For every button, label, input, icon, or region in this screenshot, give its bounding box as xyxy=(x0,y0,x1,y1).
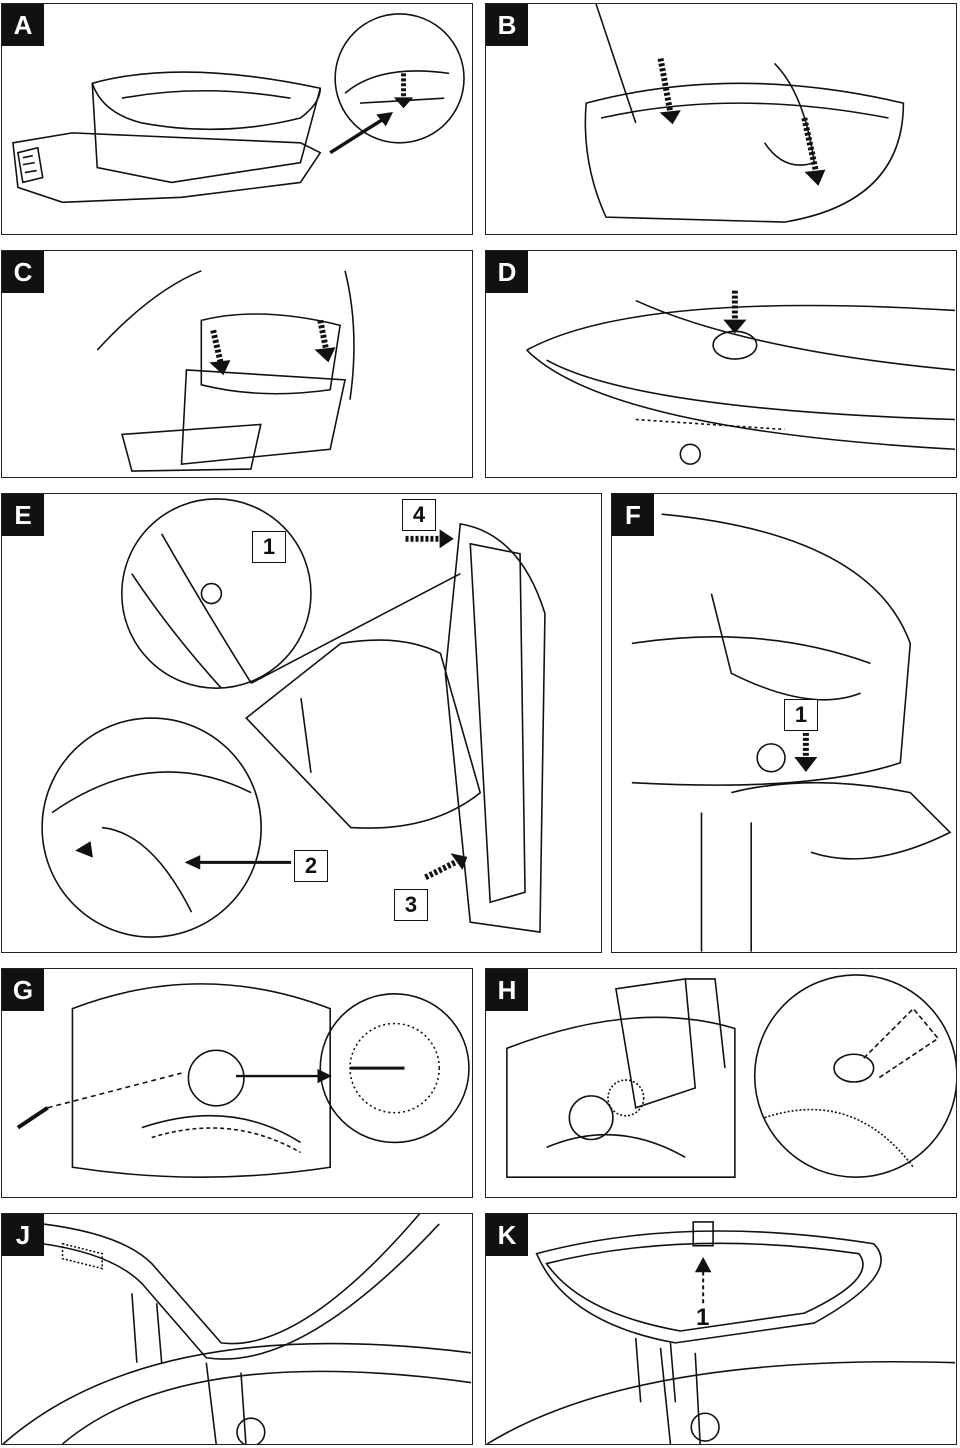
panel-k: K 1 xyxy=(485,1213,957,1445)
handle-clip-illustration xyxy=(486,1221,955,1444)
callout-1: 1 xyxy=(252,531,286,563)
bag-frame-illustration xyxy=(584,4,905,223)
panel-label: F xyxy=(612,494,654,536)
callout-1: 1 xyxy=(696,1304,710,1331)
bag-insert-illustration xyxy=(96,270,355,472)
panel-label: C xyxy=(2,251,44,293)
callout-4: 4 xyxy=(402,499,436,531)
panel-label: J xyxy=(2,1214,44,1256)
panel-e: E 1 2 3 4 xyxy=(1,493,602,953)
panel-label: K xyxy=(486,1214,528,1256)
grass-bag-illustration xyxy=(12,13,465,204)
panel-g: G xyxy=(1,968,473,1198)
bag-mount-illustration xyxy=(526,290,956,465)
bag-latch-illustration xyxy=(631,513,952,952)
panel-f: F 1 xyxy=(611,493,957,953)
bag-attach-illustration xyxy=(41,498,546,938)
panel-c: C xyxy=(1,250,473,478)
panel-label: H xyxy=(486,969,528,1011)
panel-label: E xyxy=(2,494,44,536)
panel-a: A xyxy=(1,3,473,235)
panel-j: J xyxy=(1,1213,473,1445)
panel-h: H xyxy=(485,968,957,1198)
panel-d: D xyxy=(485,250,957,478)
handle-knob-illustration xyxy=(506,974,956,1178)
handle-bolt-illustration xyxy=(16,983,470,1178)
panel-label: B xyxy=(486,4,528,46)
handle-assembled-illustration xyxy=(2,1214,472,1444)
callout-1: 1 xyxy=(784,699,818,731)
callout-2: 2 xyxy=(294,850,328,882)
callout-3: 3 xyxy=(394,889,428,921)
panel-label: D xyxy=(486,251,528,293)
panel-label: A xyxy=(2,4,44,46)
panel-b: B xyxy=(485,3,957,235)
panel-label: G xyxy=(2,969,44,1011)
